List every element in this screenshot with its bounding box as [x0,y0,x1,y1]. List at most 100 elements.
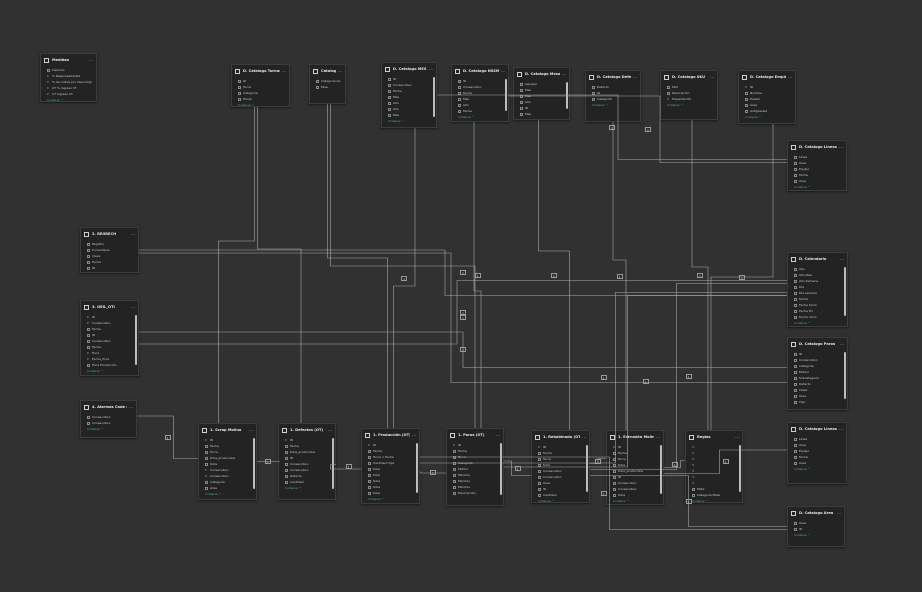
field-row[interactable]: Área [794,442,842,448]
cardinality-badge[interactable]: 1 [600,490,607,496]
field-row[interactable]: Consecutivo [285,467,331,473]
field-row[interactable]: Año-Mes [794,272,843,278]
cardinality-badge[interactable]: 1 [739,274,745,280]
field-row[interactable]: Fecha Inicio [794,302,843,308]
field-row[interactable]: Defecto [285,473,331,479]
field-row[interactable]: Mes [520,87,565,93]
cardinality-badge[interactable]: 1 [430,470,436,475]
field-row[interactable]: Consecutivo [794,357,843,363]
field-row[interactable]: Área [794,460,842,466]
collapse-link[interactable]: Collapse ^ [388,119,405,123]
field-row[interactable]: Kilos [368,484,415,490]
more-options-icon[interactable]: ··· [328,427,332,433]
field-row[interactable]: Kilos [368,472,415,478]
field-row[interactable]: Consecutivo [458,84,504,90]
field-row[interactable]: Hora Producción [87,362,134,368]
collapse-link[interactable]: Collapse ^ [592,103,609,107]
table-header[interactable]: 3. OEIL_OTI··· [81,301,138,313]
more-options-icon[interactable]: ··· [839,426,843,432]
table-header[interactable]: 1. Scrap Molino··· [199,424,256,436]
more-options-icon[interactable]: ··· [710,74,714,80]
field-row[interactable]: Consecutivo [87,414,132,420]
cardinality-badge[interactable]: 1 [671,461,678,467]
cardinality-badge[interactable]: 1 [609,124,615,130]
more-options-icon[interactable]: ··· [496,432,500,438]
field-row[interactable]: Fecha [794,454,842,460]
field-row[interactable]: Fecha [794,296,843,302]
more-options-icon[interactable]: ··· [735,434,739,440]
table-header[interactable]: Catalogo FASE··· [310,65,345,77]
cardinality-badge[interactable]: 1 [345,464,352,470]
table-header[interactable]: 2. REGRECH··· [81,228,138,240]
field-row[interactable]: Fecha [794,172,842,178]
more-options-icon[interactable]: ··· [131,304,135,310]
collapse-link[interactable]: Collapse ^ [47,98,64,102]
table-header[interactable]: D. Catalogo Empleados··· [739,71,795,83]
scrollbar[interactable] [500,443,502,495]
field-row[interactable]: Defecto [592,84,636,90]
field-row[interactable]: ID [794,351,843,357]
cardinality-badge[interactable]: 1 [460,309,466,315]
collapse-link[interactable]: Collapse ^ [667,103,684,107]
field-row[interactable]: ID [388,76,432,82]
field-row[interactable]: Kilos [368,490,415,496]
scrollbar[interactable] [566,82,568,109]
field-row[interactable]: Categoría [238,90,285,96]
more-options-icon[interactable]: ··· [582,434,586,440]
field-row[interactable]: Fase [316,84,341,90]
collapse-link[interactable]: Collapse ^ [368,497,385,501]
field-row[interactable]: Kilos_producidos [285,449,331,455]
field-row[interactable]: ID [794,526,840,532]
field-row[interactable]: Día [794,284,843,290]
collapse-link[interactable]: Collapse ^ [87,427,104,431]
field-row[interactable]: ID [238,78,285,84]
field-row[interactable]: Subcategoría [794,375,843,381]
cardinality-badge[interactable]: 1 [460,315,466,321]
cardinality-badge[interactable]: 1 [616,273,623,279]
cardinality-badge[interactable]: 1 [685,374,692,379]
field-row[interactable]: Línea [794,436,842,442]
field-row[interactable]: Fecha [205,443,252,449]
cardinality-badge[interactable]: 1 [474,272,481,278]
field-row[interactable]: Registro [87,241,134,247]
more-options-icon[interactable]: ··· [633,74,637,80]
field-row[interactable]: Año-Semana [794,278,843,284]
more-options-icon[interactable]: ··· [282,68,286,74]
table-card-cat_fase[interactable]: Catalogo FASE···Categoría de DíaFase [309,64,346,104]
field-row[interactable]: Día semana [794,290,843,296]
cardinality-badge[interactable]: 1 [645,126,651,132]
field-row[interactable]: Fecha Fin [794,308,843,314]
field-row[interactable]: Σ% Responsabilidad [47,73,92,79]
field-row[interactable]: Área [794,160,842,166]
scrollbar[interactable] [844,352,846,399]
field-row[interactable]: Clase [794,387,843,393]
table-card-cat_lineas_prod[interactable]: D. Catalogo Lineas Prod···LíneaÁreaEquip… [787,140,847,191]
table-header[interactable]: Medidas··· [41,54,96,66]
field-row[interactable]: Nombre [745,90,791,96]
field-row[interactable]: Mes [520,111,565,117]
collapse-link[interactable]: Collapse ^ [794,321,811,325]
field-row[interactable]: Kilos [368,466,415,472]
field-row[interactable]: Descripción [453,490,499,496]
more-options-icon[interactable]: ··· [788,74,792,80]
collapse-link[interactable]: Collapse ^ [692,499,709,503]
more-options-icon[interactable]: ··· [656,434,660,440]
field-row[interactable]: Horas [238,96,285,102]
field-row[interactable]: Defecto [794,381,843,387]
cardinality-badge[interactable]: 1 [685,498,692,504]
field-row[interactable]: SKU [667,84,713,90]
cardinality-badge[interactable]: 1 [600,375,607,381]
